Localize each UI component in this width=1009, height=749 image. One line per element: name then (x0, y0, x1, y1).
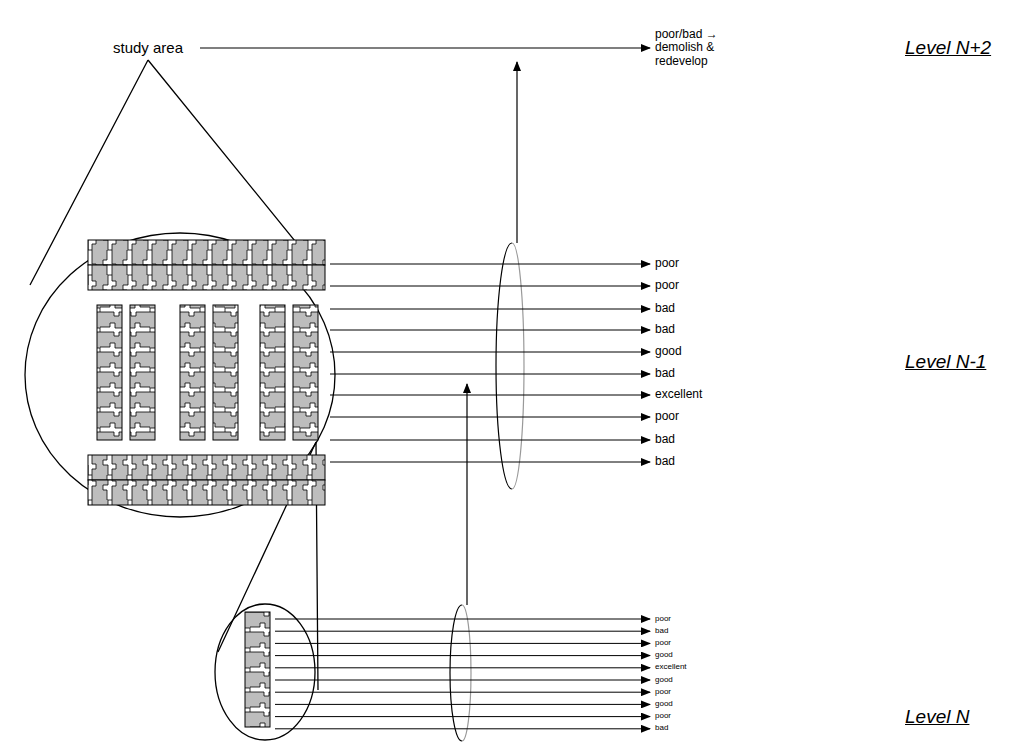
rating-label: good (655, 345, 682, 358)
rating-label: bad (655, 302, 675, 315)
rating-label: poor (655, 279, 679, 292)
rating-label: good (655, 700, 673, 709)
rating-label: excellent (655, 663, 687, 672)
rating-arrow (330, 264, 650, 265)
rating-arrow (275, 728, 650, 729)
rating-label: poor (655, 410, 679, 423)
rating-arrow (275, 716, 650, 717)
rating-label: bad (655, 455, 675, 468)
rating-arrow (275, 704, 650, 705)
rating-arrow (275, 619, 650, 620)
rating-arrow (330, 395, 650, 396)
rating-arrow (275, 655, 650, 656)
rating-arrow (275, 643, 650, 644)
rating-arrow (330, 462, 650, 463)
area-label: study area (113, 40, 183, 57)
rating-arrow (330, 309, 650, 310)
rating-arrow (330, 352, 650, 353)
rating-label: good (655, 676, 673, 685)
rating-arrow (330, 330, 650, 331)
rating-arrow (330, 374, 650, 375)
rating-label: excellent (655, 388, 702, 401)
rating-arrow (275, 631, 650, 632)
rating-label: bad (655, 433, 675, 446)
rating-arrow (275, 667, 650, 668)
rating-arrow (330, 286, 650, 287)
level-label: Level N-1 (905, 352, 986, 373)
rating-label: poor (655, 712, 671, 721)
rating-label: poor (655, 639, 671, 648)
rating-label: poor (655, 688, 671, 697)
rating-label: poor (655, 257, 679, 270)
rating-label: bad (655, 323, 675, 336)
rating-label: good (655, 651, 673, 660)
rating-arrow (330, 440, 650, 441)
rating-arrow (275, 680, 650, 681)
rating-label: bad (655, 627, 668, 636)
rating-arrow (275, 692, 650, 693)
rating-label: bad (655, 367, 675, 380)
rating-label: poor (655, 615, 671, 624)
rating-label: bad (655, 724, 668, 733)
rating-label: poor/bad → demolish & redevelop (655, 28, 729, 68)
rating-arrow (330, 417, 650, 418)
level-label: Level N+2 (905, 38, 991, 59)
level-label: Level N (905, 707, 969, 728)
